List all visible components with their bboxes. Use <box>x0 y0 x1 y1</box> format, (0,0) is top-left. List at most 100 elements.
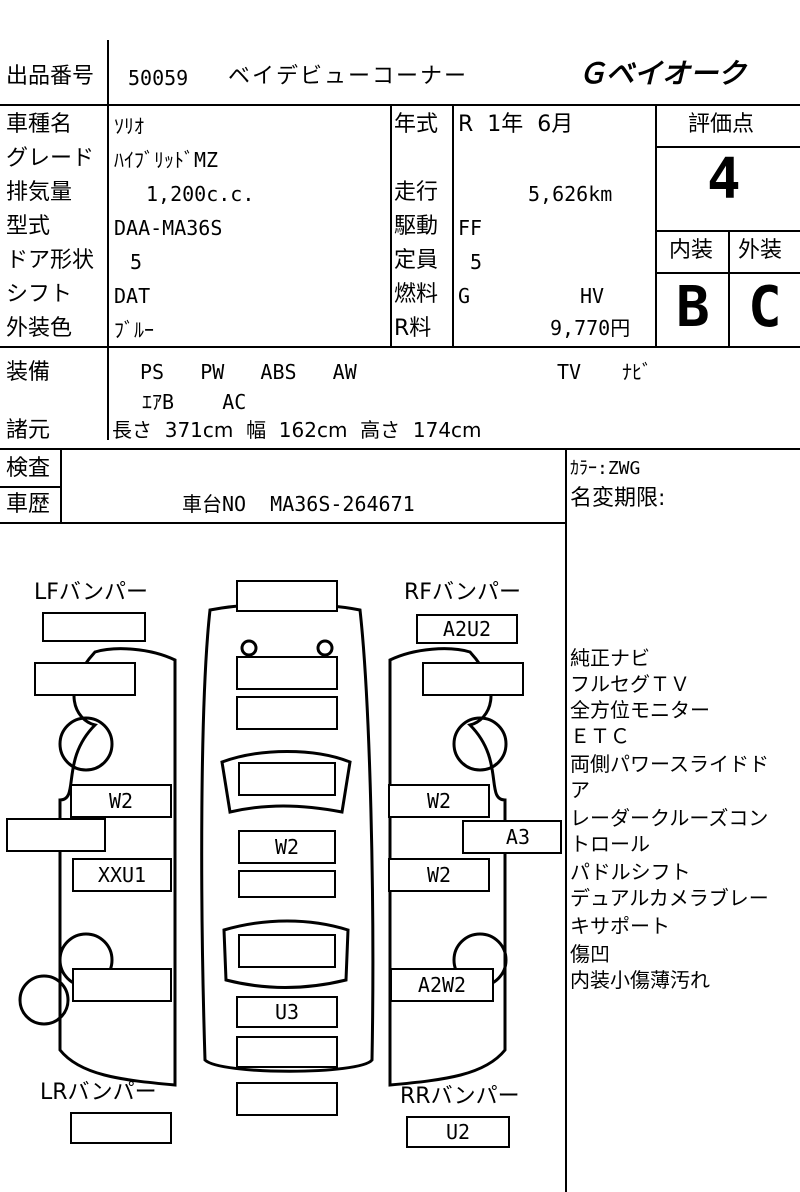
front-bumper-top[interactable] <box>236 580 338 612</box>
equipment-row2: ｴｱB AC <box>142 390 247 414</box>
rr-bumper-label: RRバンパー <box>400 1084 520 1109</box>
lot-label: 出品番号 <box>6 64 95 89</box>
exterior-grade: C <box>748 275 782 340</box>
rear-gate-panel[interactable]: U3 <box>236 996 338 1028</box>
dimensions-bottom-line <box>0 448 800 450</box>
model-value: ｿﾘｵ <box>114 114 144 138</box>
car-diagram-outline <box>18 602 508 1087</box>
note-line: ＥＴＣ <box>570 724 630 748</box>
score-grade-line <box>655 230 800 232</box>
model-label: 車種名 <box>6 112 73 137</box>
note-line: デュアルカメラブレー <box>570 886 769 910</box>
chassis-number: 車台NO MA36S-264671 <box>182 492 415 516</box>
spec-bottom-line <box>0 346 800 348</box>
inspection-mid-line <box>0 486 60 488</box>
note-line: トロール <box>570 832 650 856</box>
color-code: ｶﾗｰ:ZWG <box>570 458 641 479</box>
note-line: 内装小傷薄汚れ <box>570 968 710 992</box>
equipment-tv: TV <box>557 360 582 384</box>
dimensions-text: 長さ 371cm 幅 162cm 高さ 174cm <box>112 418 482 442</box>
doors-value: 5 <box>130 250 143 274</box>
lot-number: 50059 <box>128 66 189 90</box>
shift-label: シフト <box>6 282 73 307</box>
rear-bumper-panel[interactable] <box>236 1082 338 1116</box>
fuel-type: HV <box>580 284 605 308</box>
mileage-value: 5,626km <box>528 182 613 206</box>
hood-panel-2[interactable] <box>236 696 338 730</box>
note-line: 純正ナビ <box>570 646 650 670</box>
note-line: フルセグＴＶ <box>570 672 690 696</box>
rr-bumper-box[interactable]: U2 <box>406 1116 510 1148</box>
capacity-value: 5 <box>470 250 483 274</box>
color-value: ﾌﾞﾙｰ <box>114 318 154 342</box>
fuel-label: 燃料 <box>394 282 439 307</box>
note-line: 傷凹 <box>570 942 610 966</box>
right-step-panel[interactable]: A3 <box>462 820 562 854</box>
score-value: 4 <box>707 147 741 212</box>
interior-label: 内装 <box>669 238 714 263</box>
recycle-value: 9,770円 <box>550 316 631 340</box>
roof-panel[interactable]: W2 <box>238 830 336 864</box>
windshield-panel[interactable] <box>238 762 336 796</box>
drive-label: 駆動 <box>394 214 439 239</box>
rear-window-panel[interactable] <box>238 934 336 968</box>
history-label: 車歴 <box>6 492 51 517</box>
dimensions-label: 諸元 <box>6 418 51 443</box>
drive-value: FF <box>458 216 483 240</box>
displacement-value: 1,200c.c. <box>146 182 255 206</box>
score-title-line <box>655 146 800 148</box>
left-quarter-panel[interactable] <box>72 968 172 1002</box>
inspection-bottom-line <box>0 522 565 524</box>
lf-bumper-box[interactable] <box>42 612 146 642</box>
exterior-label: 外装 <box>738 238 783 263</box>
capacity-label: 定員 <box>394 248 439 273</box>
year-label: 年式 <box>394 112 439 137</box>
mileage-label: 走行 <box>394 180 439 205</box>
score-sub-divider <box>728 230 730 346</box>
left-step-panel[interactable] <box>6 818 106 852</box>
left-front-door[interactable]: W2 <box>70 784 172 818</box>
inspection-divider <box>60 448 62 522</box>
left-rear-door[interactable]: XXU1 <box>72 858 172 892</box>
lr-bumper-box[interactable] <box>70 1112 172 1144</box>
grade-label: グレード <box>6 146 95 171</box>
fuel-value: G <box>458 284 471 308</box>
type-value: DAA-MA36S <box>114 216 223 240</box>
rear-panel-lower[interactable] <box>236 1036 338 1068</box>
recycle-label: R料 <box>394 316 432 341</box>
displacement-label: 排気量 <box>6 180 73 205</box>
hood-panel-1[interactable] <box>236 656 338 690</box>
left-fender-panel[interactable] <box>34 662 136 696</box>
score-sub-line <box>655 272 800 274</box>
type-label: 型式 <box>6 214 51 239</box>
right-fender-panel[interactable] <box>422 662 524 696</box>
right-rear-door[interactable]: W2 <box>388 858 490 892</box>
score-divider <box>655 104 657 346</box>
header-divider <box>107 40 109 440</box>
note-line: パドルシフト <box>570 860 691 884</box>
doors-label: ドア形状 <box>6 248 95 273</box>
interior-grade: B <box>676 275 710 340</box>
bayauc-logo: Ｇベイオーク <box>578 57 747 90</box>
rf-bumper-box[interactable]: A2U2 <box>416 614 518 644</box>
equipment-navi: ﾅﾋﾞ <box>622 360 652 384</box>
spec-mid-divider-2 <box>452 104 454 346</box>
logo-mark-icon: Ｇ <box>578 57 607 90</box>
year-value: R 1年 6月 <box>458 112 574 137</box>
venue-name: ベイデビューコーナー <box>228 64 469 89</box>
note-line: ア <box>570 778 590 802</box>
note-line: 両側パワースライドド <box>570 752 769 776</box>
note-line: レーダークルーズコン <box>570 806 769 830</box>
equipment-label: 装備 <box>6 360 51 385</box>
rf-bumper-label: RFバンパー <box>404 580 522 605</box>
right-front-door[interactable]: W2 <box>388 784 490 818</box>
notes-divider <box>565 448 567 1192</box>
note-line: 全方位モニター <box>570 698 710 722</box>
inspection-label: 検査 <box>6 456 51 481</box>
roof-panel-2[interactable] <box>238 870 336 898</box>
name-change-deadline: 名変期限: <box>570 486 666 511</box>
spec-mid-divider <box>390 104 392 346</box>
color-label: 外装色 <box>6 316 73 341</box>
lr-bumper-label: LRバンパー <box>40 1080 157 1105</box>
right-quarter-panel[interactable]: A2W2 <box>390 968 494 1002</box>
